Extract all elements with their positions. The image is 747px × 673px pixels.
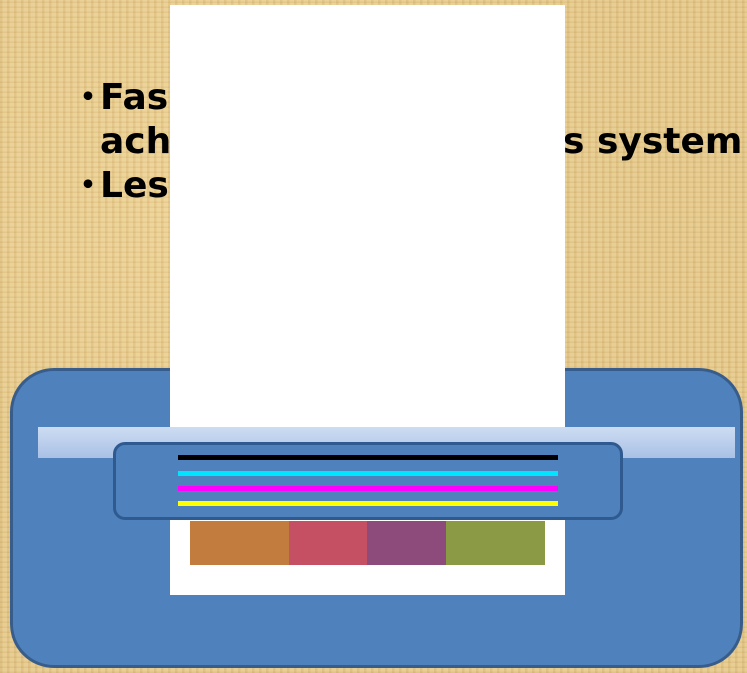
- color-swatch: [446, 521, 545, 565]
- color-swatch: [190, 521, 289, 565]
- print-head: [113, 442, 623, 520]
- bullet-item-1: ・Fas: [70, 76, 171, 120]
- bullet-list: ・Fas ach ・Les: [70, 76, 171, 208]
- bullet-marker: ・: [70, 76, 100, 120]
- ink-line: [178, 486, 558, 491]
- bullet-text-3: Les: [100, 165, 169, 206]
- ink-line: [178, 501, 558, 506]
- color-swatch: [367, 521, 446, 565]
- bullet-item-1-continuation: ach: [70, 120, 171, 164]
- bullet-text-1-cont: ach: [70, 120, 171, 164]
- ink-line: [178, 455, 558, 460]
- bullet-text-2-right: s system: [563, 120, 742, 164]
- bullet-marker: ・: [70, 164, 100, 208]
- bullet-text-2-left: ach: [100, 121, 171, 162]
- color-swatch: [289, 521, 367, 565]
- bullet-item-2: ・Les: [70, 164, 171, 208]
- ink-line: [178, 471, 558, 476]
- bullet-text-1: Fas: [100, 77, 168, 118]
